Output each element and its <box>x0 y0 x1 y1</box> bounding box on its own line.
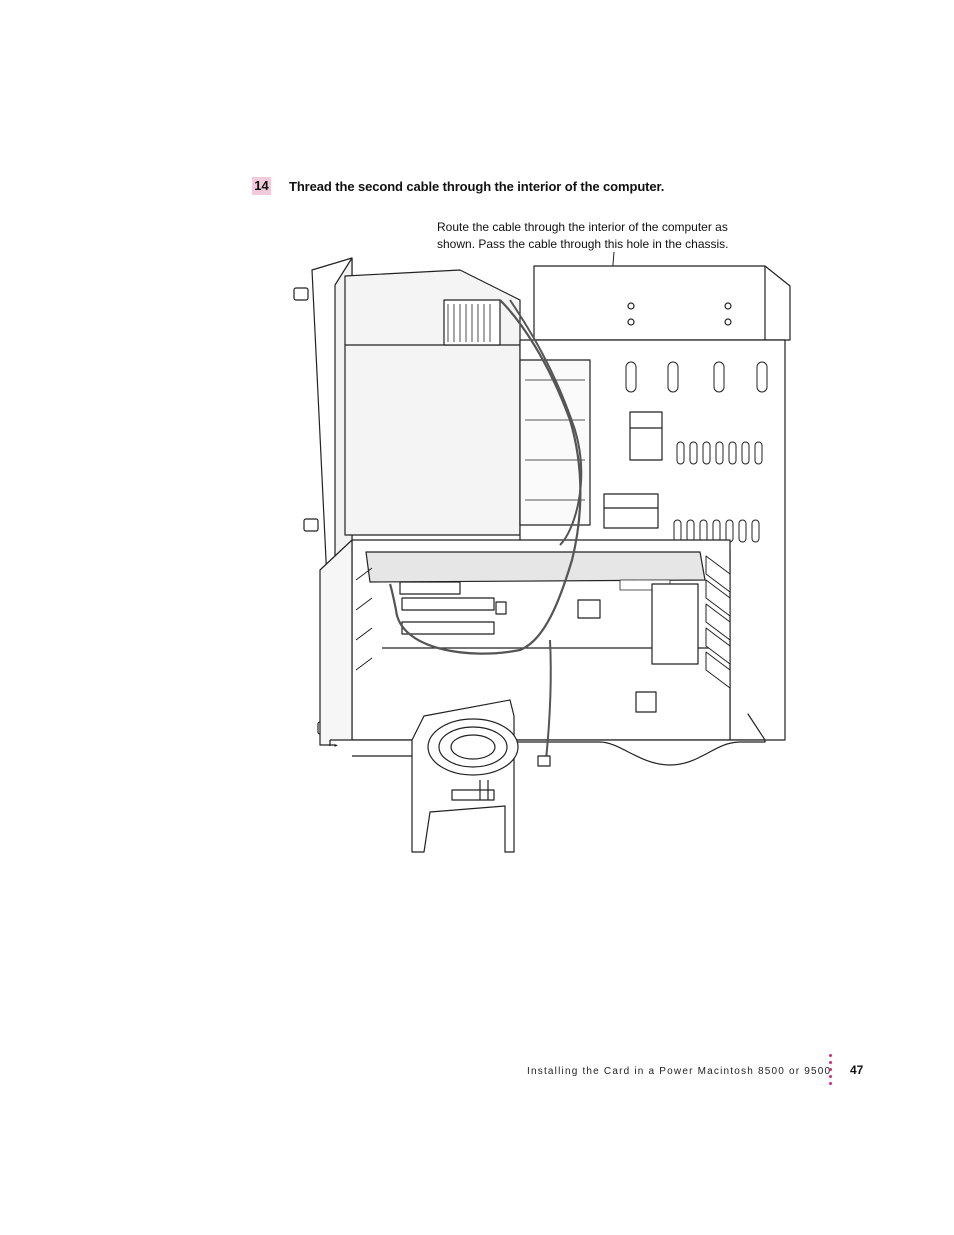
slot-covers <box>705 555 731 689</box>
fan-icon <box>427 718 519 776</box>
pci-slot <box>401 621 495 635</box>
callout-line-1: Route the cable through the interior of … <box>437 220 728 234</box>
page-number: 47 <box>850 1063 864 1077</box>
callout-line-2: shown. Pass the cable through this hole … <box>437 237 729 251</box>
cable-connector <box>537 755 551 767</box>
step-instruction: Thread the second cable through the inte… <box>289 178 665 194</box>
footer-dot-divider <box>829 1054 833 1089</box>
callout-text: Route the cable through the interior of … <box>437 219 757 253</box>
expansion-card <box>365 551 706 583</box>
fan-bracket <box>411 699 519 853</box>
step-number-badge: 14 <box>252 177 271 195</box>
drive-bay <box>533 265 791 341</box>
cable-route <box>388 299 582 655</box>
footer-section-title: Installing the Card in a Power Macintosh… <box>527 1066 832 1077</box>
pci-slot <box>401 597 495 611</box>
step-heading: 14 Thread the second cable through the i… <box>252 177 664 195</box>
